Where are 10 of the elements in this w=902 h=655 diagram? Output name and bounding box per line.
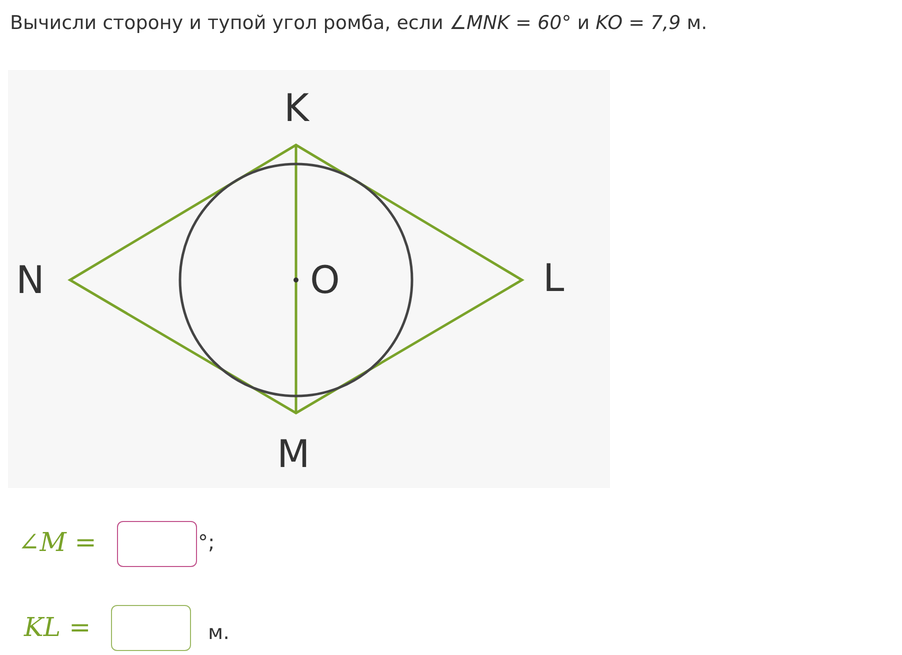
vertex-label: K <box>284 86 309 130</box>
vertex-label: L <box>543 256 564 300</box>
unit-text: °; <box>198 530 215 554</box>
task-text: Вычисли сторону и тупой угол ромба, если ∠MNK = 60° и KO = 7,9 м. <box>10 12 708 34</box>
math-expression: ∠M = <box>18 528 96 558</box>
vertex-label: M <box>277 432 310 476</box>
math-expression: KL = <box>24 613 91 643</box>
unit-text: м. <box>208 620 230 644</box>
point-label: O <box>310 258 340 302</box>
vertex-label: N <box>16 258 44 302</box>
